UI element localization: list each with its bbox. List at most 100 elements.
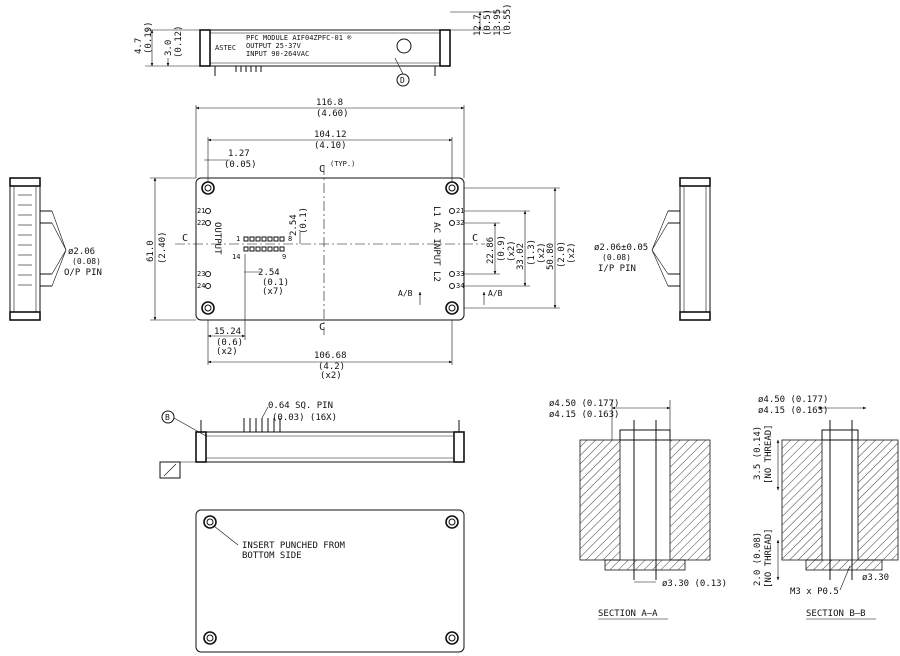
section-bb-v2: 2.0 (0.08) xyxy=(753,532,763,586)
dim-p254: 2.54 xyxy=(289,214,299,236)
top-height-2: 3.0 xyxy=(164,40,174,56)
ip-pin-dia: ø2.06±0.05 xyxy=(594,243,648,253)
left-side-view: ø2.06 (0.08) O/P PIN xyxy=(9,177,102,321)
right-pin-label-2: 33 xyxy=(456,270,464,278)
op-pin-dia-in: (0.08) xyxy=(72,257,101,266)
top-view-label-line2: OUTPUT 25-37V xyxy=(246,42,302,50)
sq-pin-label-2: (0.03) (16X) xyxy=(272,413,337,423)
section-bb-v1: 3.5 (0.14) xyxy=(753,426,763,480)
dim-p22: 22.86 xyxy=(486,237,496,264)
top-height-3: 12.7 xyxy=(473,14,483,36)
top-view: ASTEC PFC MODULE AIF04ZPFC-01 ® OUTPUT 2… xyxy=(134,3,513,87)
section-bb-thread: M3 x P0.5 xyxy=(790,587,839,597)
right-pin-label-3: 34 xyxy=(456,282,464,290)
c-mark-top: C xyxy=(319,164,325,175)
left-pin-label-1: 22 xyxy=(197,219,205,227)
bottom-note-line1: INSERT PUNCHED FROM xyxy=(242,541,346,551)
c-mark-left: C xyxy=(182,233,188,244)
bottom-note-line2: BOTTOM SIDE xyxy=(242,551,302,561)
c-mark-bottom: C xyxy=(319,322,325,333)
dim-p22-in: (0.9) xyxy=(497,235,507,262)
top-height-4-in: (0.55) xyxy=(503,3,513,36)
right-power-pins xyxy=(449,208,455,289)
dim-pin-pitch: 1.27 xyxy=(228,149,250,159)
top-view-label-line1: PFC MODULE AIF04ZPFC-01 ® xyxy=(246,34,352,42)
section-bb: ø4.50 (0.177) ø4.15 (0.163) 3.5 (0.14) [… xyxy=(753,395,899,620)
right-pin-label-1: 32 xyxy=(456,219,464,227)
top-height-4: 13.95 xyxy=(493,9,503,36)
right-pin-label-0: 21 xyxy=(456,207,464,215)
dim-pin-pitch-in: (0.05) xyxy=(224,160,257,170)
section-aa-d1: ø4.50 (0.177) xyxy=(549,399,619,409)
section-aa: ø4.50 (0.177) ø4.15 (0.163) ø3.30 (0.13)… xyxy=(549,399,727,620)
section-bb-v2b: [NO THREAD] xyxy=(764,528,774,588)
dim-p22-x: (x2) xyxy=(507,240,517,262)
side-view-pins xyxy=(243,418,281,432)
section-aa-title: SECTION A–A xyxy=(598,609,658,619)
dim-p254-in: (0.1) xyxy=(299,207,309,234)
dim-p254b: 2.54 xyxy=(258,268,280,278)
dim-p33-in: (1.3) xyxy=(527,239,537,266)
sq-pin-label: 0.64 SQ. PIN xyxy=(268,401,333,411)
section-bb-v1b: [NO THREAD] xyxy=(764,424,774,484)
dim-vpitch-x: (x2) xyxy=(567,242,577,264)
top-view-brand: ASTEC xyxy=(215,44,236,52)
dim-vpitch: 50.80 xyxy=(546,243,556,270)
top-height-1: 4.7 xyxy=(134,38,144,54)
op-pin-label: O/P PIN xyxy=(64,268,102,278)
c-mark-right: C xyxy=(472,233,478,244)
ip-pin-label: I/P PIN xyxy=(598,264,636,274)
dim-p33-x: (x2) xyxy=(537,242,547,264)
left-power-pins xyxy=(205,208,211,289)
section-bb-d2: ø4.15 (0.163) xyxy=(758,406,828,416)
top-view-pins xyxy=(235,66,262,72)
section-bb-d3: ø3.30 xyxy=(862,573,889,583)
top-view-label-line3: INPUT 90-264VAC xyxy=(246,50,309,58)
section-bb-d1: ø4.50 (0.177) xyxy=(758,395,828,405)
certification-mark xyxy=(396,38,412,54)
left-pin-label-2: 23 xyxy=(197,270,205,278)
side-view-marker: B xyxy=(165,413,170,422)
typ-label: (TYP.) xyxy=(330,160,355,168)
top-height-3-in: (0.5) xyxy=(483,9,493,36)
pin-9-label: 9 xyxy=(282,253,286,261)
main-view: 1 14 8 9 21 22 23 24 21 32 33 34 OUTPUT … xyxy=(146,98,577,381)
section-aa-d3: ø3.30 (0.13) xyxy=(662,579,727,589)
bottom-view: INSERT PUNCHED FROM BOTTOM SIDE xyxy=(195,509,465,653)
dim-width: 116.8 xyxy=(316,98,343,108)
dim-pitch: 104.12 xyxy=(314,130,347,140)
left-pin-label-0: 21 xyxy=(197,207,205,215)
mounting-holes xyxy=(201,181,459,315)
dim-p10668-x: (x2) xyxy=(320,371,342,381)
top-view-marker: D xyxy=(400,76,405,85)
dim-width-in: (4.60) xyxy=(316,109,349,119)
top-height-2-in: (0.12) xyxy=(174,25,184,58)
op-pin-dia: ø2.06 xyxy=(68,247,95,257)
dim-p254b-x: (x7) xyxy=(262,287,284,297)
dim-p1524-x: (x2) xyxy=(216,347,238,357)
pin-side-view: 0.64 SQ. PIN (0.03) (16X) B xyxy=(159,401,465,479)
dim-p10668: 106.68 xyxy=(314,351,347,361)
dim-height-in: (2.40) xyxy=(158,231,168,264)
pin-14-label: 14 xyxy=(232,253,240,261)
dim-pitch-in: (4.10) xyxy=(314,141,347,151)
dim-p33: 33.02 xyxy=(516,243,526,270)
pin-1-label: 1 xyxy=(236,235,240,243)
module-outline xyxy=(195,177,465,321)
ip-pin-dia-in: (0.08) xyxy=(602,253,631,262)
left-side-label-stripes xyxy=(18,194,32,286)
dim-p254b-in: (0.1) xyxy=(262,278,289,288)
pin-8-label: 8 xyxy=(288,235,292,243)
top-height-1-in: (0.19) xyxy=(144,21,154,54)
left-pin-label-3: 24 xyxy=(197,282,205,290)
dim-p10668-in: (4.2) xyxy=(318,362,345,372)
dim-vpitch-in: (2.0) xyxy=(557,241,567,268)
section-marker-right: A/B xyxy=(488,289,503,298)
dim-p1524: 15.24 xyxy=(214,327,241,337)
signal-pin-row xyxy=(243,236,285,252)
dim-p1524-in: (0.6) xyxy=(216,338,243,348)
right-side-view: ø2.06±0.05 (0.08) I/P PIN xyxy=(594,177,711,321)
section-aa-d2: ø4.15 (0.163) xyxy=(549,410,619,420)
side-view-marker-circle xyxy=(161,410,175,424)
